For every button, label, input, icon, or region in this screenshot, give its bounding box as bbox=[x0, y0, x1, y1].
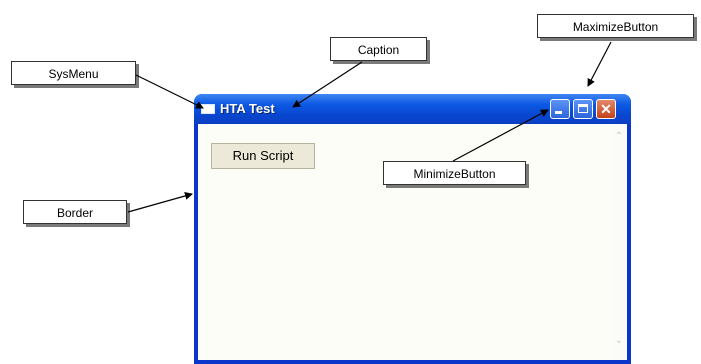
hta-window: HTA Test ✕ Run Script ⌃ ⌄ bbox=[194, 94, 631, 364]
maximizebutton-arrow bbox=[587, 41, 612, 87]
sysmenu-icon[interactable] bbox=[201, 104, 215, 114]
maximizebutton-label: MaximizeButton bbox=[537, 14, 694, 38]
border-label: Border bbox=[23, 200, 127, 224]
minimizebutton-label: MinimizeButton bbox=[383, 161, 526, 185]
title-bar[interactable]: HTA Test ✕ bbox=[194, 94, 631, 124]
sysmenu-arrow bbox=[135, 74, 204, 109]
minimize-button[interactable] bbox=[550, 99, 570, 119]
border-arrow bbox=[127, 192, 193, 213]
close-icon: ✕ bbox=[600, 101, 612, 117]
maximize-icon bbox=[578, 104, 588, 113]
close-button[interactable]: ✕ bbox=[596, 99, 616, 119]
window-client-area: Run Script ⌃ ⌄ bbox=[198, 124, 627, 360]
caption-label: Caption bbox=[330, 37, 427, 61]
scroll-down-icon[interactable]: ⌄ bbox=[614, 335, 624, 346]
sysmenu-label: SysMenu bbox=[11, 61, 136, 85]
run-script-button[interactable]: Run Script bbox=[211, 143, 315, 169]
minimize-icon bbox=[555, 111, 562, 114]
scroll-up-icon[interactable]: ⌃ bbox=[614, 131, 624, 142]
window-title: HTA Test bbox=[220, 101, 275, 116]
maximize-button[interactable] bbox=[573, 99, 593, 119]
vertical-scrollbar[interactable]: ⌃ ⌄ bbox=[611, 124, 627, 360]
